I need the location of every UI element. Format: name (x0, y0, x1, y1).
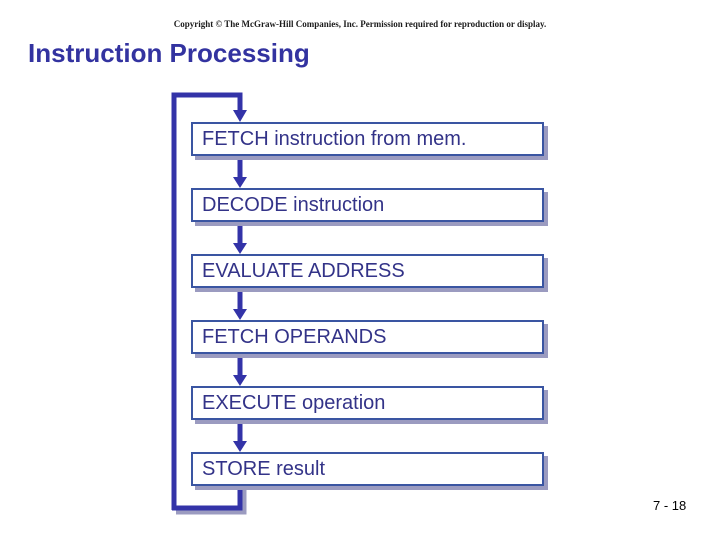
page-number: 7 - 18 (653, 498, 687, 513)
step-arrowhead (233, 243, 247, 254)
loop-line (171, 92, 243, 510)
loop-bottom-line (172, 486, 243, 511)
step-arrowhead (233, 309, 247, 320)
slide-title: Instruction Processing (28, 38, 310, 68)
step-arrowhead (233, 375, 247, 386)
flow-step-box-decode: DECODE instruction (191, 188, 544, 222)
loop-arrowhead (233, 110, 247, 122)
step-arrowhead (233, 177, 247, 188)
step-arrowhead (233, 441, 247, 452)
flow-step-box-evaluate-address: EVALUATE ADDRESS (191, 254, 544, 288)
flow-step-box-store-result: STORE result (191, 452, 544, 486)
flow-step-box-execute: EXECUTE operation (191, 386, 544, 420)
flow-step-box-fetch-operands: FETCH OPERANDS (191, 320, 544, 354)
copyright-notice: Copyright © The McGraw-Hill Companies, I… (173, 19, 547, 29)
flow-step-box-fetch-instruction: FETCH instruction from mem. (191, 122, 544, 156)
